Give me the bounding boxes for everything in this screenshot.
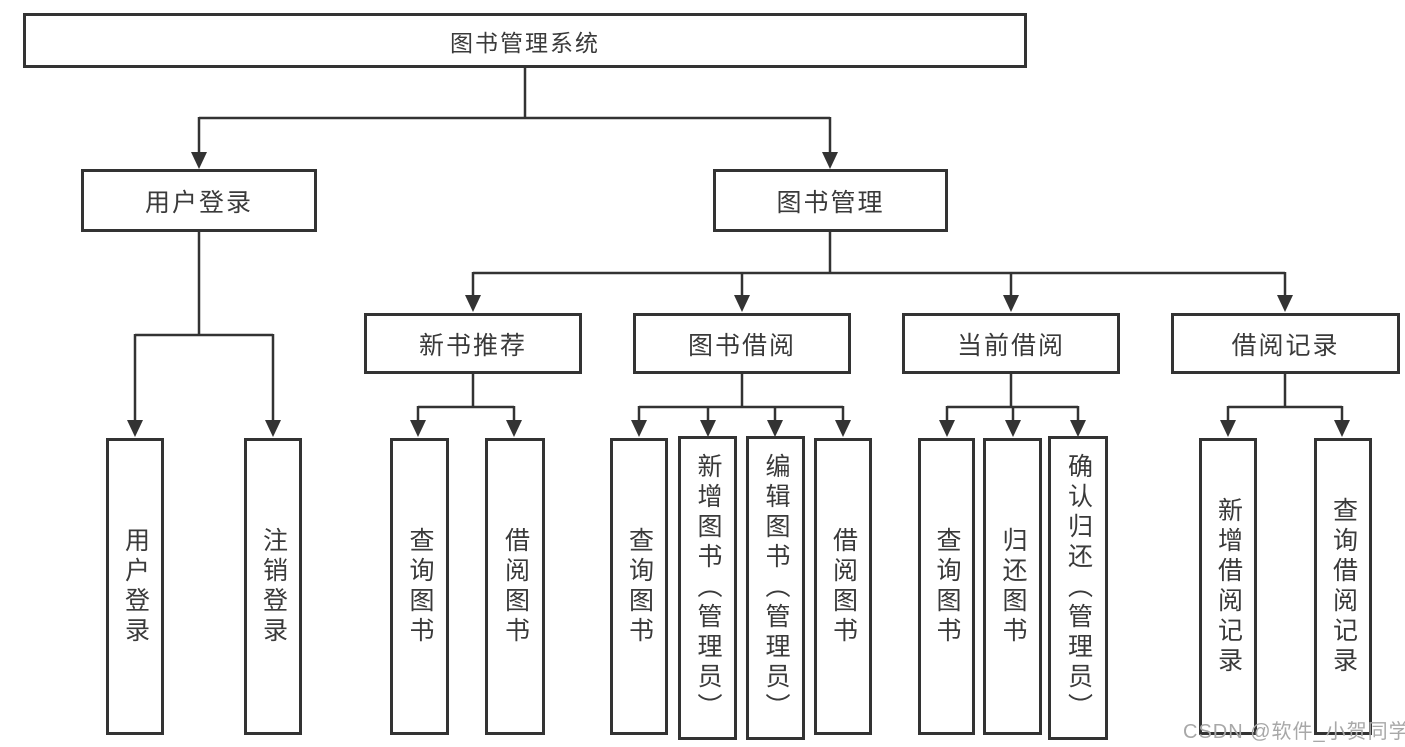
- node-root-system: 图书管理系统: [23, 13, 1027, 68]
- node-leaf-add-borrow-record: 新增借阅记录: [1199, 438, 1257, 735]
- node-leaf-query-books-borrow: 查询图书: [610, 438, 668, 735]
- node-leaf-user-login: 用户登录: [106, 438, 164, 735]
- node-user-login: 用户登录: [81, 169, 317, 232]
- node-leaf-borrow-books-new: 借阅图书: [485, 438, 545, 735]
- node-leaf-query-books-current: 查询图书: [918, 438, 975, 735]
- node-borrow-records: 借阅记录: [1171, 313, 1400, 374]
- node-leaf-add-book-admin: 新增图书（管理员）: [678, 436, 737, 740]
- node-leaf-borrow-books: 借阅图书: [814, 438, 872, 735]
- node-book-management: 图书管理: [713, 169, 948, 232]
- node-leaf-query-borrow-record: 查询借阅记录: [1314, 438, 1372, 735]
- csdn-watermark: CSDN @软件_小贺同学: [1183, 721, 1405, 743]
- node-leaf-confirm-return-admin: 确认归还（管理员）: [1048, 436, 1108, 740]
- node-book-borrow: 图书借阅: [633, 313, 851, 374]
- node-current-borrow: 当前借阅: [902, 313, 1120, 374]
- node-leaf-edit-book-admin: 编辑图书（管理员）: [746, 436, 805, 740]
- node-leaf-query-books-new: 查询图书: [390, 438, 449, 735]
- node-leaf-return-book: 归还图书: [983, 438, 1042, 735]
- node-leaf-logout: 注销登录: [244, 438, 302, 735]
- node-new-book-recommend: 新书推荐: [364, 313, 582, 374]
